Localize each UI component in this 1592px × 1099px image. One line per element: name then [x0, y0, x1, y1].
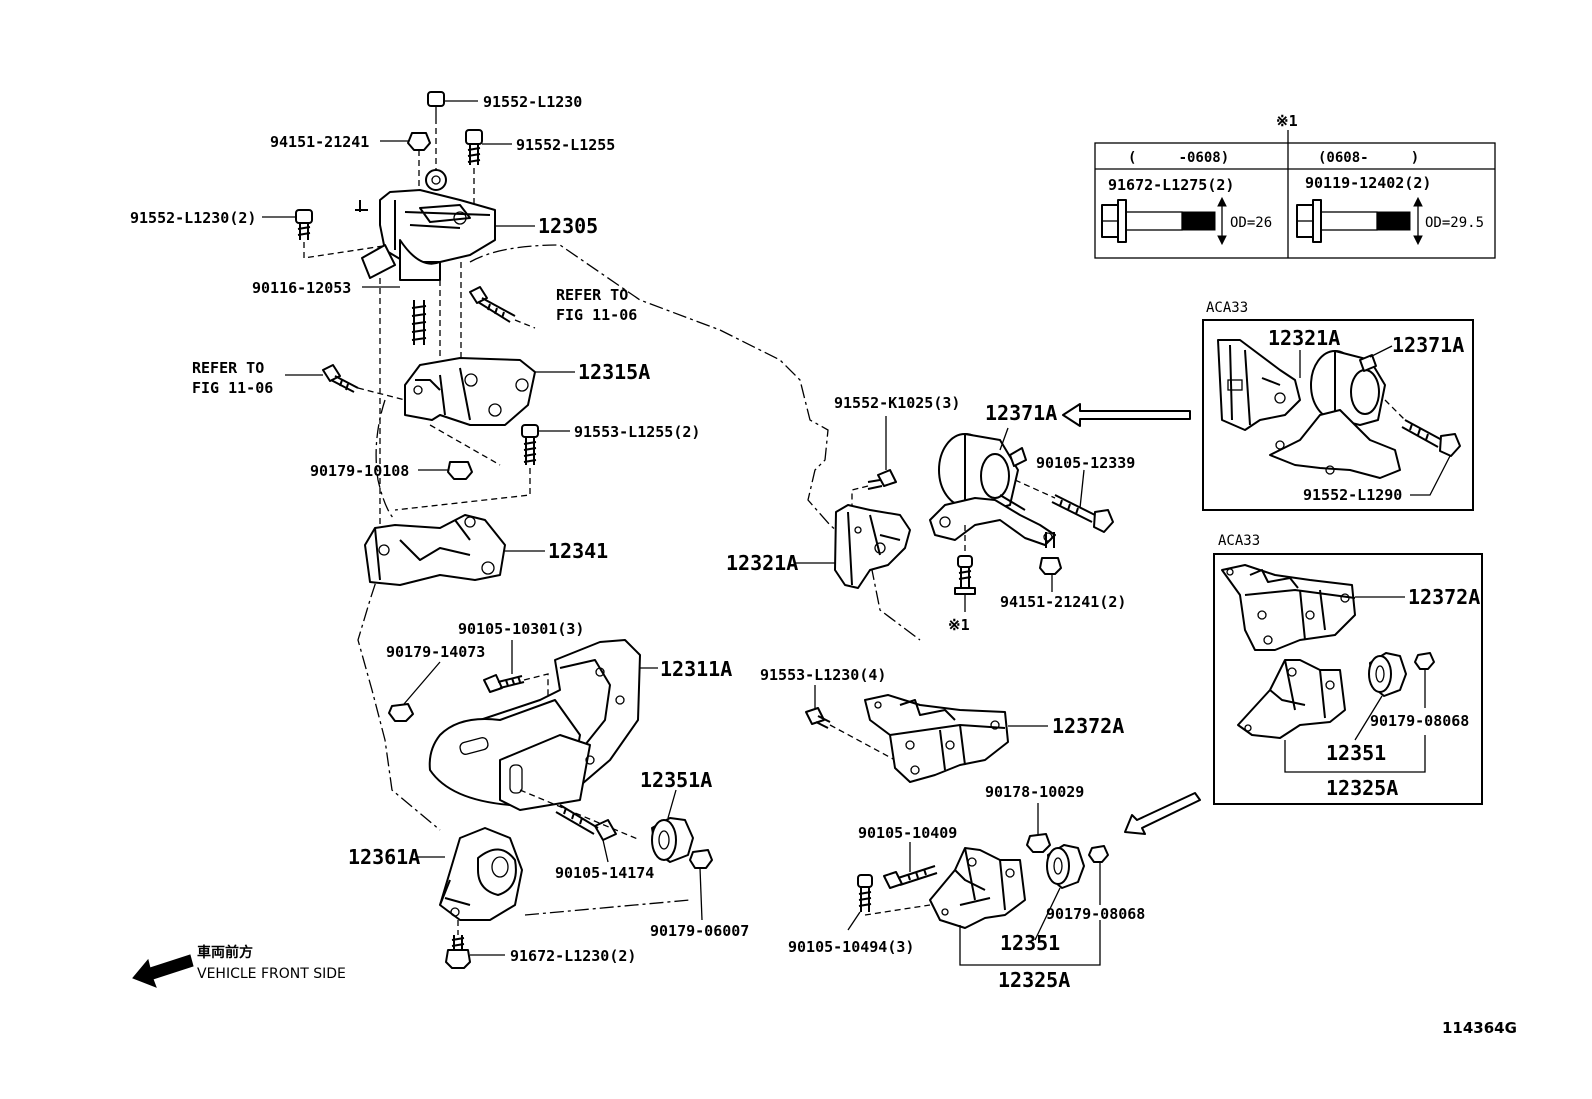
nut-icon [447, 461, 473, 480]
label-94151-21241: 94151-21241 [270, 133, 369, 151]
bolt-icon [521, 424, 539, 465]
aca33-label-90179-08068: 90179-08068 [1370, 712, 1469, 730]
aca33-label-91552-L1290: 91552-L1290 [1303, 486, 1402, 504]
label-90179-08068: 90179-08068 [1046, 905, 1145, 923]
label-91552-L1230-2: 91552-L1230(2) [130, 209, 256, 227]
aca33-label-12351: 12351 [1326, 741, 1386, 765]
inset-col2-dim: OD=29.5 [1425, 215, 1484, 231]
label-90179-10108: 90179-10108 [310, 462, 409, 480]
bracket-12341 [364, 514, 506, 586]
pointer-arrow-icon [1124, 792, 1201, 835]
inset-col1-dim: OD=26 [1230, 215, 1272, 231]
bolt-icon [322, 364, 359, 393]
label-12372A: 12372A [1052, 714, 1124, 738]
label-12371A: 12371A [985, 401, 1057, 425]
vehicle-front-japanese: 車両前方 [197, 944, 253, 961]
inset-table: ※1 ( -0608) (0608- ) 91672-L1275(2) 9011… [1094, 112, 1496, 259]
mount-12371A [929, 433, 1056, 546]
aca33-label-12321A: 12321A [1268, 326, 1340, 350]
label-90105-10409: 90105-10409 [858, 824, 957, 842]
aca33-label-12372A: 12372A [1408, 585, 1480, 609]
stud-icon [411, 300, 427, 345]
aca33-lower-box: ACA33 [1213, 533, 1483, 805]
bolt-icon [857, 874, 873, 912]
bracket-12315A [404, 357, 536, 426]
bolt-icon [295, 209, 313, 240]
label-90179-14073: 90179-14073 [386, 643, 485, 661]
refer-fig-label-2: FIG 11-06 [192, 379, 273, 397]
label-12351: 12351 [1000, 931, 1060, 955]
bracket-12321A [834, 504, 911, 589]
bolt-icon [483, 674, 525, 693]
bolt-icon [465, 129, 483, 165]
inset-note-mark: ※1 [1276, 112, 1298, 130]
label-12311A: 12311A [660, 657, 732, 681]
bolt-icon [469, 286, 516, 323]
label-12325A: 12325A [998, 968, 1070, 992]
label-90105-14174: 90105-14174 [555, 864, 654, 882]
label-94151-21241-2: 94151-21241(2) [1000, 593, 1126, 611]
bolt-icon [445, 935, 471, 969]
nut-icon [1026, 833, 1051, 853]
inset-col2-part: 90119-12402(2) [1305, 174, 1431, 192]
aca33-upper-tag: ACA33 [1206, 300, 1248, 316]
vehicle-front-arrow-icon [132, 954, 194, 988]
pointer-arrow-icon [1062, 403, 1191, 427]
refer-fig-label-1: FIG 11-06 [556, 306, 637, 324]
nut-icon [388, 703, 414, 722]
bolt-icon [883, 865, 938, 889]
nut-icon [689, 849, 713, 869]
bushing-12351 [1046, 844, 1085, 889]
label-91552-L1230: 91552-L1230 [483, 93, 582, 111]
nut-icon [1039, 532, 1062, 575]
bolt-icon [427, 91, 445, 118]
plate-12311A [428, 639, 641, 811]
label-91552-K1025-3: 91552-K1025(3) [834, 394, 960, 412]
refer-to-label-1: REFER TO [556, 286, 628, 304]
figure-code: 114364G [1442, 1019, 1517, 1037]
bracket-12372A [864, 694, 1009, 783]
engine-mount-12305 [355, 169, 496, 281]
aca33-lower-tag: ACA33 [1218, 533, 1260, 549]
label-90178-10029: 90178-10029 [985, 783, 1084, 801]
aca33-upper-box: ACA33 [1202, 300, 1474, 511]
bolt-icon [867, 469, 897, 490]
bushing-12351A [651, 817, 694, 863]
mount-12361A [439, 827, 523, 921]
bolt-icon [1051, 494, 1114, 533]
nut-icon [407, 132, 431, 151]
label-12321A: 12321A [726, 551, 798, 575]
label-12341: 12341 [548, 539, 608, 563]
engine-outline [357, 244, 921, 916]
bolt-icon [1101, 196, 1227, 246]
label-91553-L1230-4: 91553-L1230(4) [760, 666, 886, 684]
label-91552-L1255: 91552-L1255 [516, 136, 615, 154]
label-note-1: ※1 [948, 616, 970, 634]
label-90116-12053: 90116-12053 [252, 279, 351, 297]
vehicle-front-label: VEHICLE FRONT SIDE [197, 966, 346, 982]
label-90179-06007: 90179-06007 [650, 922, 749, 940]
bracket-12325A [929, 847, 1026, 929]
inset-col1-header: ( -0608) [1128, 150, 1229, 166]
label-91672-L1230-2: 91672-L1230(2) [510, 947, 636, 965]
inset-col1-part: 91672-L1275(2) [1108, 176, 1234, 194]
bolt-icon [954, 555, 976, 595]
bolt-icon [555, 804, 617, 841]
inset-col2-header: (0608- ) [1318, 150, 1419, 166]
label-90105-12339: 90105-12339 [1036, 454, 1135, 472]
refer-to-label-2: REFER TO [192, 359, 264, 377]
bolt-icon [1296, 196, 1423, 246]
label-12351A: 12351A [640, 768, 712, 792]
label-91553-L1255-2: 91553-L1255(2) [574, 423, 700, 441]
label-12315A: 12315A [578, 360, 650, 384]
label-90105-10301-3: 90105-10301(3) [458, 620, 584, 638]
label-12361A: 12361A [348, 845, 420, 869]
label-90105-10494-3: 90105-10494(3) [788, 938, 914, 956]
aca33-label-12371A: 12371A [1392, 333, 1464, 357]
bolt-icon [805, 707, 831, 729]
aca33-label-12325A: 12325A [1326, 776, 1398, 800]
nut-icon [1088, 845, 1109, 863]
label-12305: 12305 [538, 214, 598, 238]
